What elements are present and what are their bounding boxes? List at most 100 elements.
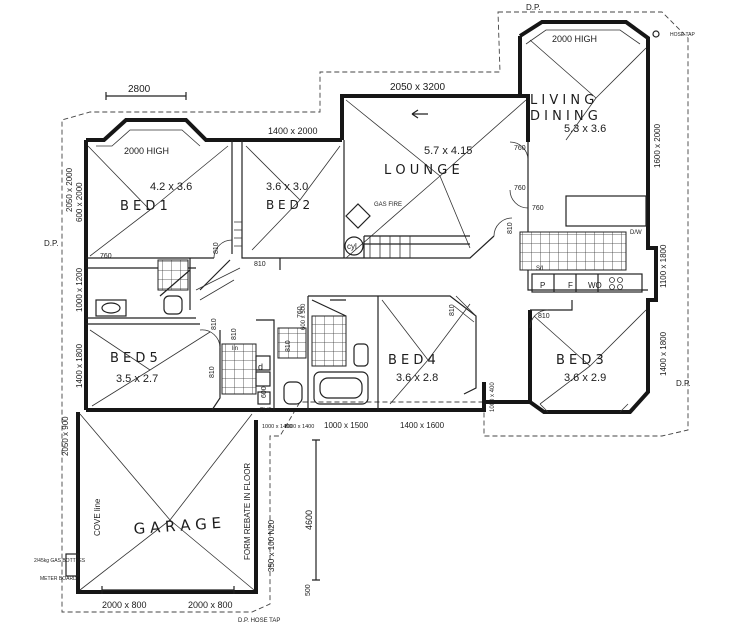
door-swings <box>199 141 549 349</box>
bed5-size: 3.5 x 2.7 <box>116 373 158 385</box>
dim-600x2000: 600 x 2000 <box>75 182 84 222</box>
cyl-label: cyl <box>347 242 357 251</box>
bath2-fixtures <box>283 299 369 405</box>
dimension-labels: 2800 1400 x 2000 2050 x 3200 600 x 2000 … <box>61 82 668 610</box>
dp-hose-tap-bottom: D.P. HOSE TAP <box>238 618 280 624</box>
laundry-fixtures <box>255 355 271 405</box>
living-window-label: 2000 HIGH <box>552 34 597 44</box>
dim-line-2800 <box>105 92 187 100</box>
door-810-bed3: 810 <box>538 313 550 320</box>
garage-name: G A R A G E <box>133 514 222 538</box>
tub-label: TUB <box>260 408 272 414</box>
door-size-labels: 760 760 760 760 760 810 810 810 810 810 … <box>100 145 550 398</box>
bath2-tile <box>311 315 347 367</box>
gas-bottles-label: 2/45kg GAS BOTTLES <box>34 558 86 564</box>
dim-line-4600 <box>312 439 320 581</box>
gas-bottle-icon <box>65 553 79 577</box>
dim-2000x800-a: 2000 x 800 <box>102 600 147 610</box>
living-bay-window <box>525 29 641 45</box>
gas-fire-label: GAS FIRE <box>374 202 402 208</box>
pantry-label: P <box>540 281 545 290</box>
dim-2000x800-b: 2000 x 800 <box>188 600 233 610</box>
door-810-laundry: 810 <box>231 328 238 340</box>
dim-1000x400: 1000 x 400 <box>490 382 496 412</box>
bed3-bay-window <box>539 403 629 413</box>
dim-600x500: 600 x 500 <box>301 303 307 330</box>
door-810-bed5: 810 <box>211 318 218 330</box>
linen-label: lin <box>232 346 238 352</box>
bed1-bay-window <box>96 129 201 147</box>
bed1-size: 4.2 x 3.6 <box>150 181 192 193</box>
bed1-window-label: 2000 HIGH <box>124 146 169 156</box>
kitchen-fixtures <box>531 195 647 293</box>
gas-fire-icon <box>345 203 371 229</box>
exterior-walls <box>76 20 658 594</box>
bed5-name: B E D 5 <box>110 351 158 366</box>
bed3-size: 3.6 x 2.9 <box>564 372 606 384</box>
dim-500: 500 <box>305 584 312 596</box>
stair-hatch <box>234 221 477 323</box>
bed4-size: 3.6 x 2.8 <box>396 372 438 384</box>
door-810-garage: 810 <box>209 366 216 378</box>
door-600: 600 <box>261 386 268 398</box>
dim-1400x1600: 1400 x 1600 <box>400 421 445 430</box>
dim-2050x3200: 2050 x 3200 <box>390 82 445 93</box>
wall-oven-label: WO <box>588 281 602 290</box>
form-rebate-label: FORM REBATE IN FLOOR <box>243 463 252 560</box>
bed2-size: 3.6 x 3.0 <box>266 181 308 193</box>
door-760-bath1: 760 <box>100 253 112 260</box>
wc-tile <box>277 327 307 359</box>
lounge-name: L O U N G E <box>384 163 460 178</box>
dim-2050x2000: 2050 x 2000 <box>65 167 74 212</box>
door-810-hall: 810 <box>507 222 514 234</box>
cove-line-label: COVE line <box>93 498 102 536</box>
arrow-icon <box>411 109 428 119</box>
door-760-bath2: 760 <box>297 306 304 318</box>
dp-top: D.P. <box>526 3 541 12</box>
laundry-tile <box>221 343 257 395</box>
dim-1600x2000: 1600 x 2000 <box>653 123 662 168</box>
dim-2050x900: 2050 x 900 <box>61 416 70 456</box>
door-760-lounge-b: 760 <box>514 185 526 192</box>
living-name: L I V I N G <box>530 93 594 108</box>
lounge-size: 5.7 x 4.15 <box>424 145 472 157</box>
lounge-fixtures <box>344 203 470 258</box>
door-760-kitchen: 760 <box>532 205 544 212</box>
hose-tap-icon <box>652 30 660 38</box>
dim-line-bottom <box>101 586 235 594</box>
sink-label: S/L <box>536 266 546 272</box>
dim-4600: 4600 <box>304 510 314 530</box>
kitchen-labels: P F WO S/L D/W <box>536 230 642 290</box>
dishwasher-label: D/W <box>630 230 642 236</box>
dryer-label: d <box>258 362 263 372</box>
bed3-name: B E D 3 <box>556 353 604 368</box>
hose-tap-label: HOSE TAP <box>670 32 695 38</box>
dim-350x100-n20: 350 x 100 N20 <box>267 519 276 572</box>
dim-1400x1800-left: 1400 x 1800 <box>75 343 84 388</box>
bed4-name: B E D 4 <box>388 353 436 368</box>
dim-1000x1400b: 1000 x 1400 <box>284 424 314 430</box>
eaves-outline <box>61 11 689 613</box>
marker-labels: D.P. D.P. D.P. D.P. HOSE TAP HOSE TAP 2/… <box>34 3 695 624</box>
door-810-bed2: 810 <box>254 261 266 268</box>
door-810-bed1: 810 <box>213 242 220 254</box>
bed1-name: B E D 1 <box>120 199 168 214</box>
cylinder-icon <box>344 236 364 256</box>
dim-1400x2000: 1400 x 2000 <box>268 126 318 136</box>
dim-1100x1800: 1100 x 1800 <box>659 244 668 288</box>
dim-2800: 2800 <box>128 84 151 95</box>
door-810-bed4: 810 <box>449 304 456 316</box>
interior-walls <box>86 140 648 411</box>
door-760-lounge-a: 760 <box>514 145 526 152</box>
bed2-name: B E D 2 <box>266 198 310 212</box>
fridge-label: F <box>568 281 573 290</box>
dining-name: D I N I N G <box>530 109 598 124</box>
dim-1000x1400: 1000 x 1400 <box>262 424 292 430</box>
meter-board-label: METER BOARD <box>40 576 77 582</box>
kitchen-tile <box>519 231 627 271</box>
dp-right: D.P. <box>676 379 691 388</box>
dp-left: D.P. <box>44 239 59 248</box>
bath1-fixtures <box>95 269 191 317</box>
room-diagonals <box>79 39 647 591</box>
